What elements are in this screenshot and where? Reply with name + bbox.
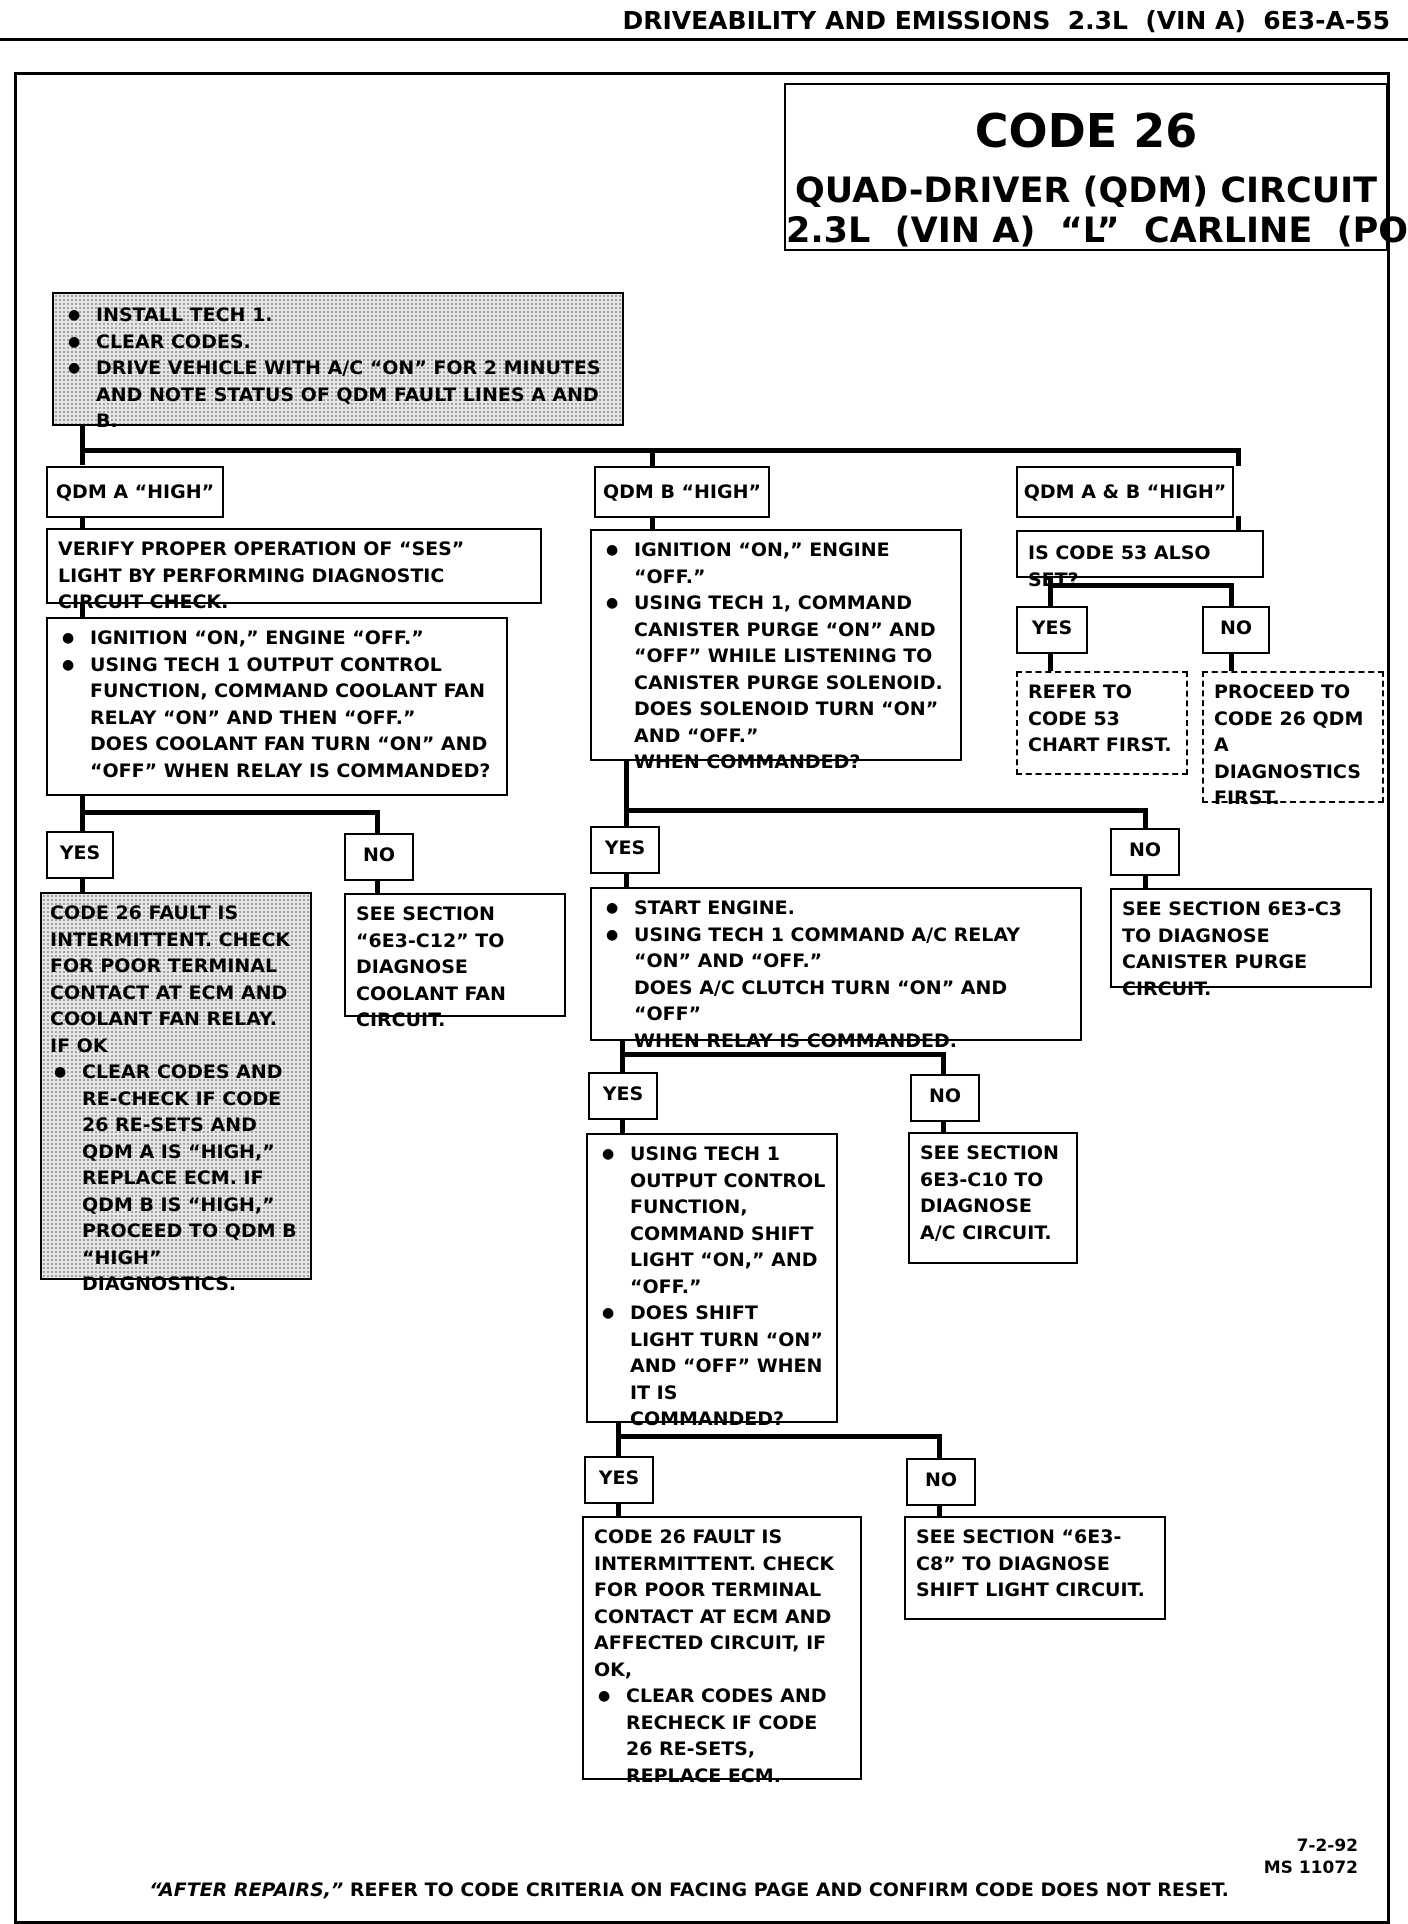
shift-light-step: USING TECH 1 OUTPUT CONTROL FUNCTION, CO… (598, 1141, 826, 1300)
code-subtitle-1: QUAD-DRIVER (QDM) CIRCUIT (794, 171, 1378, 211)
shift-intermittent-text: CODE 26 FAULT IS INTERMITTENT. CHECK FOR… (594, 1526, 835, 1681)
shift-light-test-box: USING TECH 1 OUTPUT CONTROL FUNCTION, CO… (586, 1133, 838, 1430)
refer-code-53-box: REFER TO CODE 53 CHART FIRST. (1016, 671, 1188, 775)
connector (941, 1052, 946, 1074)
connector (1143, 874, 1148, 890)
connector (1229, 583, 1234, 609)
see-section-c12-box: SEE SECTION “6E3-C12” TO DIAGNOSE COOLAN… (344, 893, 566, 1031)
coolant-fan-intermittent-box: CODE 26 FAULT IS INTERMITTENT. CHECK FOR… (40, 892, 312, 1295)
connector (80, 516, 85, 528)
code-title: CODE 26 (974, 104, 1198, 158)
connector (650, 516, 655, 530)
connector (624, 872, 629, 890)
after-repairs: “AFTER REPAIRS,” (149, 1879, 344, 1901)
connector (80, 603, 85, 617)
intermittent-text: CODE 26 FAULT IS INTERMITTENT. CHECK FOR… (50, 902, 291, 1057)
coolant-fan-step: USING TECH 1 OUTPUT CONTROL FUNCTION, CO… (58, 652, 496, 785)
footer-text: REFER TO CODE CRITERIA ON FACING PAGE AN… (343, 1879, 1229, 1901)
branch-qdm-b-high: QDM B “HIGH” (594, 466, 770, 518)
coolant-fan-no: NO (344, 833, 414, 881)
title-box: CODE 26 QUAD-DRIVER (QDM) CIRCUIT 2.3L (… (784, 83, 1408, 251)
ac-relay-step: USING TECH 1 COMMAND A/C RELAY “ON” AND … (602, 922, 1070, 975)
connector (1048, 583, 1234, 588)
start-steps-box: INSTALL TECH 1. CLEAR CODES. DRIVE VEHIC… (52, 292, 624, 432)
see-section-c8-box: SEE SECTION “6E3-C8” TO DIAGNOSE SHIFT L… (904, 1516, 1166, 1620)
connector (1229, 651, 1234, 671)
ac-relay-test-box: START ENGINE. USING TECH 1 COMMAND A/C R… (590, 887, 1082, 1052)
code-53-question-box: IS CODE 53 ALSO SET? (1016, 530, 1264, 591)
intermittent-step: CLEAR CODES AND RE-CHECK IF CODE 26 RE-S… (50, 1059, 302, 1298)
page-header: DRIVEABILITY AND EMISSIONS 2.3L (VIN A) … (622, 6, 1390, 35)
canister-purge-yes: YES (590, 826, 660, 874)
proceed-code-26-box: PROCEED TO CODE 26 QDM A DIAGNOSTICS FIR… (1202, 671, 1384, 809)
coolant-fan-test-box: IGNITION “ON,” ENGINE “OFF.” USING TECH … (46, 617, 508, 796)
connector (616, 1434, 942, 1439)
connector (616, 1500, 621, 1518)
start-step: DRIVE VEHICLE WITH A/C “ON” FOR 2 MINUTE… (64, 355, 612, 435)
connector (941, 1118, 946, 1134)
connector (650, 448, 655, 466)
connector (620, 1052, 946, 1057)
connector (80, 795, 85, 835)
connector (620, 1040, 625, 1074)
footer-note: “AFTER REPAIRS,” REFER TO CODE CRITERIA … (136, 1857, 1229, 1901)
ac-relay-question: DOES A/C CLUTCH TURN “ON” AND “OFF” WHEN… (634, 976, 1008, 1052)
start-step: CLEAR CODES. (64, 329, 612, 356)
branch-qdm-ab-high: QDM A & B “HIGH” (1016, 466, 1234, 518)
coolant-fan-yes: YES (46, 831, 114, 879)
connector (937, 1434, 942, 1458)
shift-light-step: DOES SHIFT LIGHT TURN “ON” AND “OFF” WHE… (598, 1300, 826, 1433)
see-section-c10-box: SEE SECTION 6E3-C10 TO DIAGNOSE A/C CIRC… (908, 1132, 1078, 1264)
shift-light-yes: YES (584, 1456, 654, 1504)
connector (375, 810, 380, 838)
canister-purge-step: USING TECH 1, COMMAND CANISTER PURGE “ON… (602, 590, 950, 776)
connector (80, 425, 85, 465)
shift-intermittent-step: CLEAR CODES AND RECHECK IF CODE 26 RE-SE… (594, 1683, 850, 1789)
code-subtitle-2: 2.3L (VIN A) “L” CARLINE (PORT) (786, 211, 1408, 251)
ac-relay-yes: YES (588, 1072, 658, 1120)
footer-ms-number: MS 11072 (1263, 1858, 1358, 1878)
see-section-c3-box: SEE SECTION 6E3-C3 TO DIAGNOSE CANISTER … (1110, 888, 1372, 1000)
verify-ses-light-box: VERIFY PROPER OPERATION OF “SES” LIGHT B… (46, 528, 542, 613)
footer-date: 7-2-92 (1296, 1836, 1358, 1856)
coolant-fan-step: IGNITION “ON,” ENGINE “OFF.” (58, 625, 496, 652)
shift-light-intermittent-box: CODE 26 FAULT IS INTERMITTENT. CHECK FOR… (582, 1516, 862, 1787)
shift-light-no: NO (906, 1458, 976, 1506)
canister-purge-test-box: IGNITION “ON,” ENGINE “OFF.” USING TECH … (590, 529, 962, 773)
connector (1048, 651, 1053, 671)
connector (80, 810, 380, 815)
connector (620, 1116, 625, 1134)
connector (937, 1502, 942, 1518)
connector (375, 880, 380, 894)
connector (624, 808, 1148, 813)
branch-qdm-a-high: QDM A “HIGH” (46, 466, 224, 518)
canister-purge-no: NO (1110, 828, 1180, 876)
ac-relay-step: START ENGINE. (602, 895, 1070, 922)
start-step: INSTALL TECH 1. (64, 302, 612, 329)
connector (80, 878, 85, 892)
header-rule (0, 38, 1408, 41)
code-53-no: NO (1202, 606, 1270, 654)
connector (80, 448, 1240, 453)
connector (624, 760, 629, 828)
ac-relay-no: NO (910, 1074, 980, 1122)
connector (1236, 448, 1241, 466)
canister-purge-step: IGNITION “ON,” ENGINE “OFF.” (602, 537, 950, 590)
connector (1048, 577, 1053, 609)
connector (1143, 808, 1148, 830)
code-53-yes: YES (1016, 606, 1088, 654)
connector (1236, 516, 1241, 530)
